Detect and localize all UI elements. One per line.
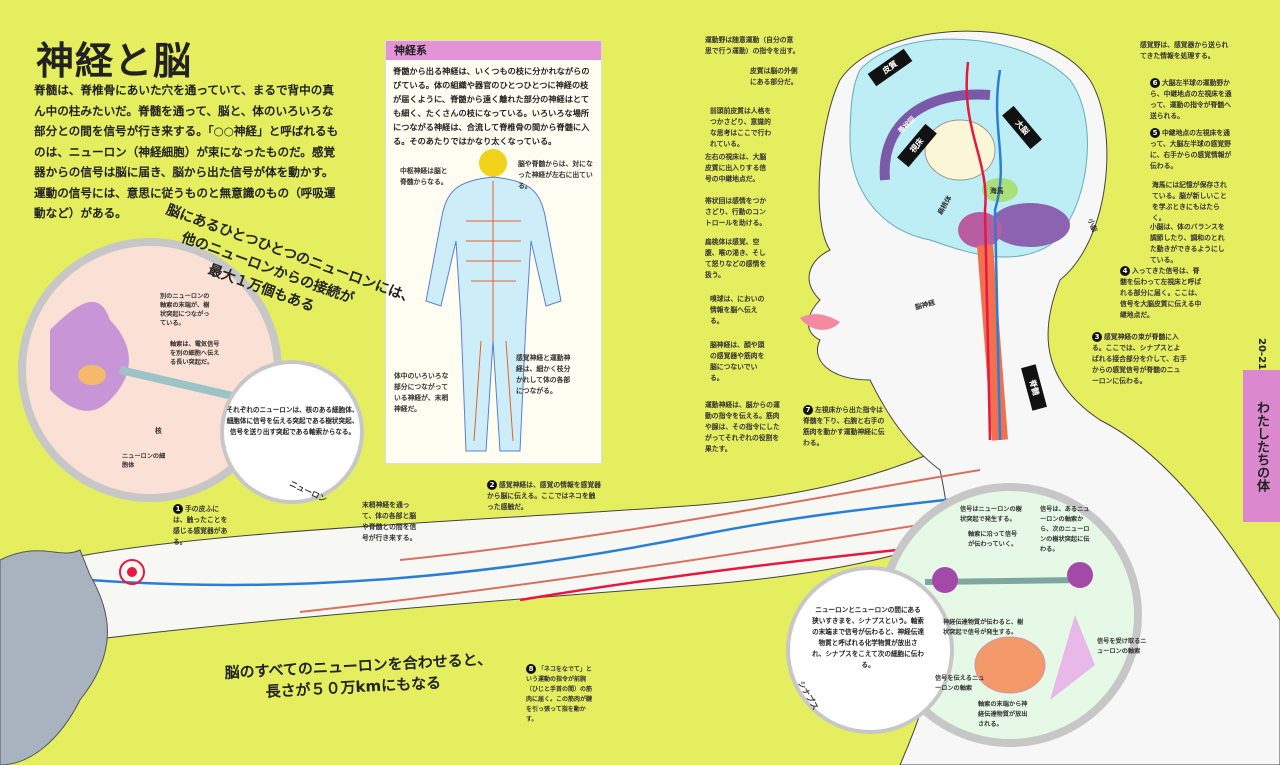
cingulate xyxy=(879,89,991,181)
motor-pathway xyxy=(965,61,992,441)
nervous-system-heading: 神経系 xyxy=(386,41,601,60)
sensory-pathway xyxy=(993,69,1003,441)
neuron-bubble-text: それぞれのニューロンは、核のある細胞体、細胞体に信号を伝える突起である樹状突起、… xyxy=(226,406,359,436)
note-sensory-area: 感覚野は、感覚器から送られてきた情報を処理する。 xyxy=(1140,41,1229,60)
neuron-label-nucleus: 核 xyxy=(155,427,162,435)
synapse-label-0: 信号はニューロンの樹状突起で発生する。 xyxy=(960,506,1022,523)
brainstem xyxy=(958,212,1002,248)
axon-terminal xyxy=(974,636,1046,694)
paired-nerves-label: 脳や脊髄からは、対になった神経が左右に出ている。 xyxy=(518,160,593,190)
neuron-label-dendrite: 別のニューロンの軸索の末端が、樹状突起につながっている。 xyxy=(160,293,210,327)
axon xyxy=(119,366,251,404)
peripheral-note: 末梢神経を通って、体の各部と脳や脊髄との間を信号が行き来する。 xyxy=(362,501,417,542)
sensory-nerve-arrow xyxy=(89,493,991,587)
motor-note: 運動神経は、脳からの運動の指令を伝える。筋肉や腺は、その指令にしたがってそれぞれ… xyxy=(705,401,780,453)
synapse-label-2: 信号は、あるニューロンの軸索から、次のニューロンの樹状突起に伝わる。 xyxy=(1040,506,1090,553)
neuron-label-cell-body: ニューロンの細胞体 xyxy=(122,453,166,469)
touch-point xyxy=(119,559,145,585)
synapse-label-6: 信号を受け取るニューロンの軸索 xyxy=(1097,638,1147,655)
note-amygdala: 扁桃体は感覚、空腹、喉の渇き、そして怒りなどの感情を扱う。 xyxy=(705,238,767,279)
cns-label: 中枢神経は脳と脊髄からなる。 xyxy=(400,167,448,186)
note-cingulate: 帯状回は感情をつかさどり、行動のコントロールを助ける。 xyxy=(705,197,767,227)
cerebellum xyxy=(990,203,1070,247)
note-motor-area: 運動野は随意運動（自分の意思で行う運動）の指令を出す。 xyxy=(705,36,800,55)
neuron-bubble xyxy=(220,360,364,504)
nerve-branch xyxy=(399,469,981,561)
page-number: 20-21 xyxy=(1256,338,1267,370)
synapse-bubble-text: ニューロンとニューロンの間にある狭いすきまを、シナプスという。軸索の末端まで信号… xyxy=(812,606,924,669)
note-thalamus: 左右の視床は、大脳皮質に出入りする信号の中継地点だ。 xyxy=(705,153,767,183)
note-hippocampus: 海馬には記憶が保存されている。脳が新しいことを学ぶときにもはたらく。 xyxy=(1152,181,1227,222)
cat xyxy=(0,549,108,765)
neuron-label-axon: 軸索は、電気信号を別の細胞へ伝える長い突起だ。 xyxy=(170,341,220,366)
body-nervous-system-figure xyxy=(425,149,562,452)
synapse-bubble xyxy=(786,566,954,734)
thalamus xyxy=(924,119,996,181)
receiving-dendrite xyxy=(1050,615,1095,700)
nerve-branch xyxy=(299,519,951,613)
step-8: 8「ネコをなでて」という運動の指令が前腕（ひじと手首の間）の筋肉に届く。この筋肉… xyxy=(526,664,593,723)
synapse-label-1: 軸索に沿って信号が伝わっていく。 xyxy=(968,531,1018,548)
neuron-cell xyxy=(50,301,129,411)
section-tab[interactable]: わたしたちの体 xyxy=(1243,370,1280,522)
note-olfactory: 嗅球は、においの情報を脳へ伝える。 xyxy=(710,295,765,325)
nucleus xyxy=(78,365,106,385)
nervous-system-text: 脊髄から出る神経は、いくつもの枝に分かれながらのびている。体の組織や器官のひとつ… xyxy=(393,66,590,146)
intro-text: 脊髄は、脊椎骨にあいた穴を通っていて、まるで背中の真ん中の柱みたいだ。脊髄を通っ… xyxy=(34,83,339,220)
page-title: 神経と脳 xyxy=(36,39,193,83)
synapse-label-3: 神経伝達物質が伝わると、樹状突起で信号が発生する。 xyxy=(943,619,1024,636)
peripheral-label: 体中のいろいろな部分につながっている神経が、末梢神経だ。 xyxy=(394,372,449,413)
note-cerebellum: 小脳は、体のバランスを調節したり、調和のとれた動きができるようにしている。 xyxy=(1150,223,1225,264)
synapse-label-5: 軸索の末端から神経伝達物質が放出される。 xyxy=(978,701,1028,728)
note-cortex: 皮質は脳の外側にある部分だ。 xyxy=(750,67,798,86)
note-prefrontal: 前頭前皮質は人格をつかさどり、意識的な思考はここで行われている。 xyxy=(710,107,772,148)
nervous-system-box: 神経系 脊髄から出る神経は、いくつもの枝に分かれながらのびている。体の組織や器官… xyxy=(385,40,602,464)
tag-hippocampus: 海馬 xyxy=(990,187,1004,195)
lips xyxy=(800,314,840,330)
sensory-motor-label: 感覚神経と運動神経は、細かく枝分かれして体の各部につながる。 xyxy=(516,354,571,395)
synapse-label-4: 信号を伝えるニューロンの軸索 xyxy=(935,675,985,692)
note-cranial: 脳神経は、顔や頭の感覚器や筋肉を脳につないでいる。 xyxy=(710,341,765,382)
